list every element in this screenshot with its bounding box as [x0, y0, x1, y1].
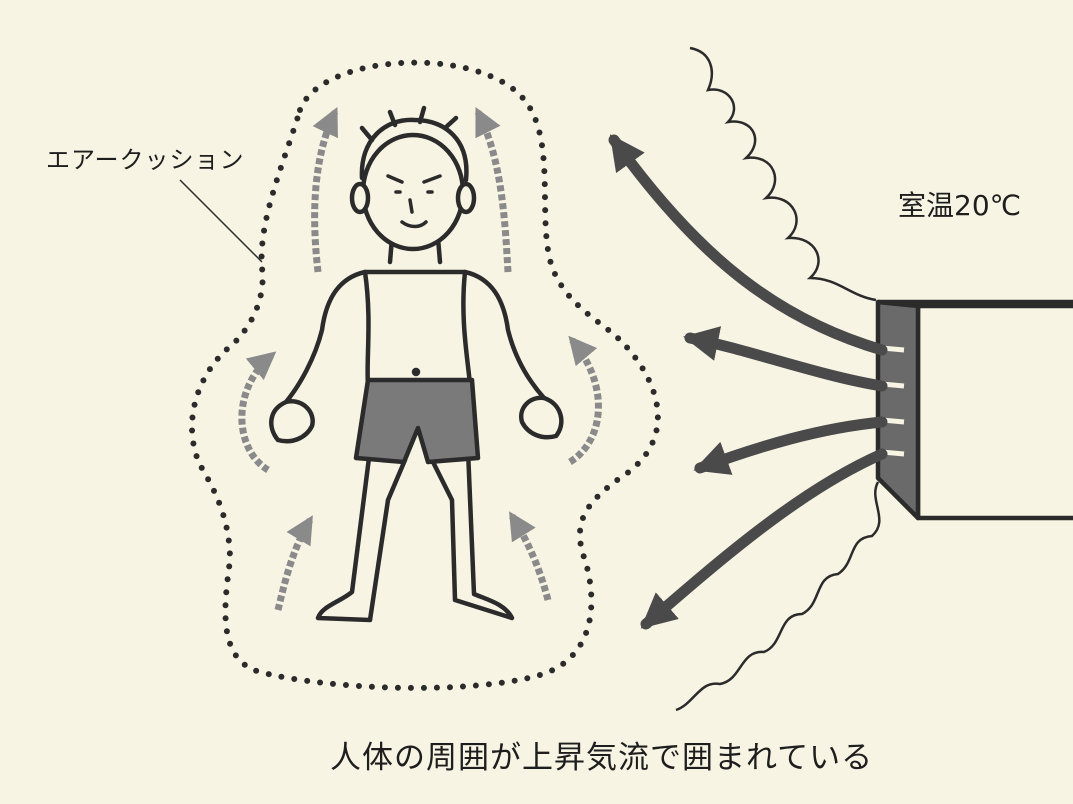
aircon-arrow-4 [640, 448, 888, 630]
air-cushion-leader-line [179, 179, 263, 263]
aircon-arrow-3 [693, 416, 888, 475]
airflow-arrow-arm-left [238, 351, 277, 473]
airflow-arrow-foot-left [274, 515, 314, 611]
diagram-caption: 人体の周囲が上昇気流で囲まれている [330, 740, 874, 776]
airflow-arrow-foot-right [509, 511, 552, 601]
aircon-vent-face [875, 299, 921, 521]
right-arm [462, 269, 547, 401]
airflow-cloud-lower [675, 481, 881, 712]
left-hand [269, 399, 315, 444]
left-ear [349, 181, 371, 215]
head [360, 132, 466, 252]
aircon-arrow-1 [608, 134, 888, 356]
face [386, 174, 442, 229]
airflow-arrow-head-right [474, 106, 512, 273]
shorts [353, 377, 481, 465]
right-hand [518, 395, 564, 440]
air-conditioner [875, 299, 1073, 521]
person-figure [269, 105, 564, 623]
aircon-body [915, 303, 1073, 521]
navel [411, 367, 421, 377]
airflow-cloud-upper [689, 46, 877, 302]
hair [359, 105, 469, 183]
right-ear [455, 181, 477, 215]
room-temperature-label: 室温20℃ [898, 189, 1022, 222]
airflow-arrow-arm-right [568, 335, 602, 465]
air-cushion-label: エアークッション [46, 146, 245, 174]
upward-airflow-arrows [238, 106, 602, 611]
airflow-arrow-head-left [311, 106, 339, 273]
right-leg [429, 447, 515, 621]
left-arm [283, 269, 368, 405]
aircon-arrow-2 [683, 326, 888, 392]
left-leg [315, 447, 408, 623]
aircon-airflow-arrows [608, 134, 888, 630]
